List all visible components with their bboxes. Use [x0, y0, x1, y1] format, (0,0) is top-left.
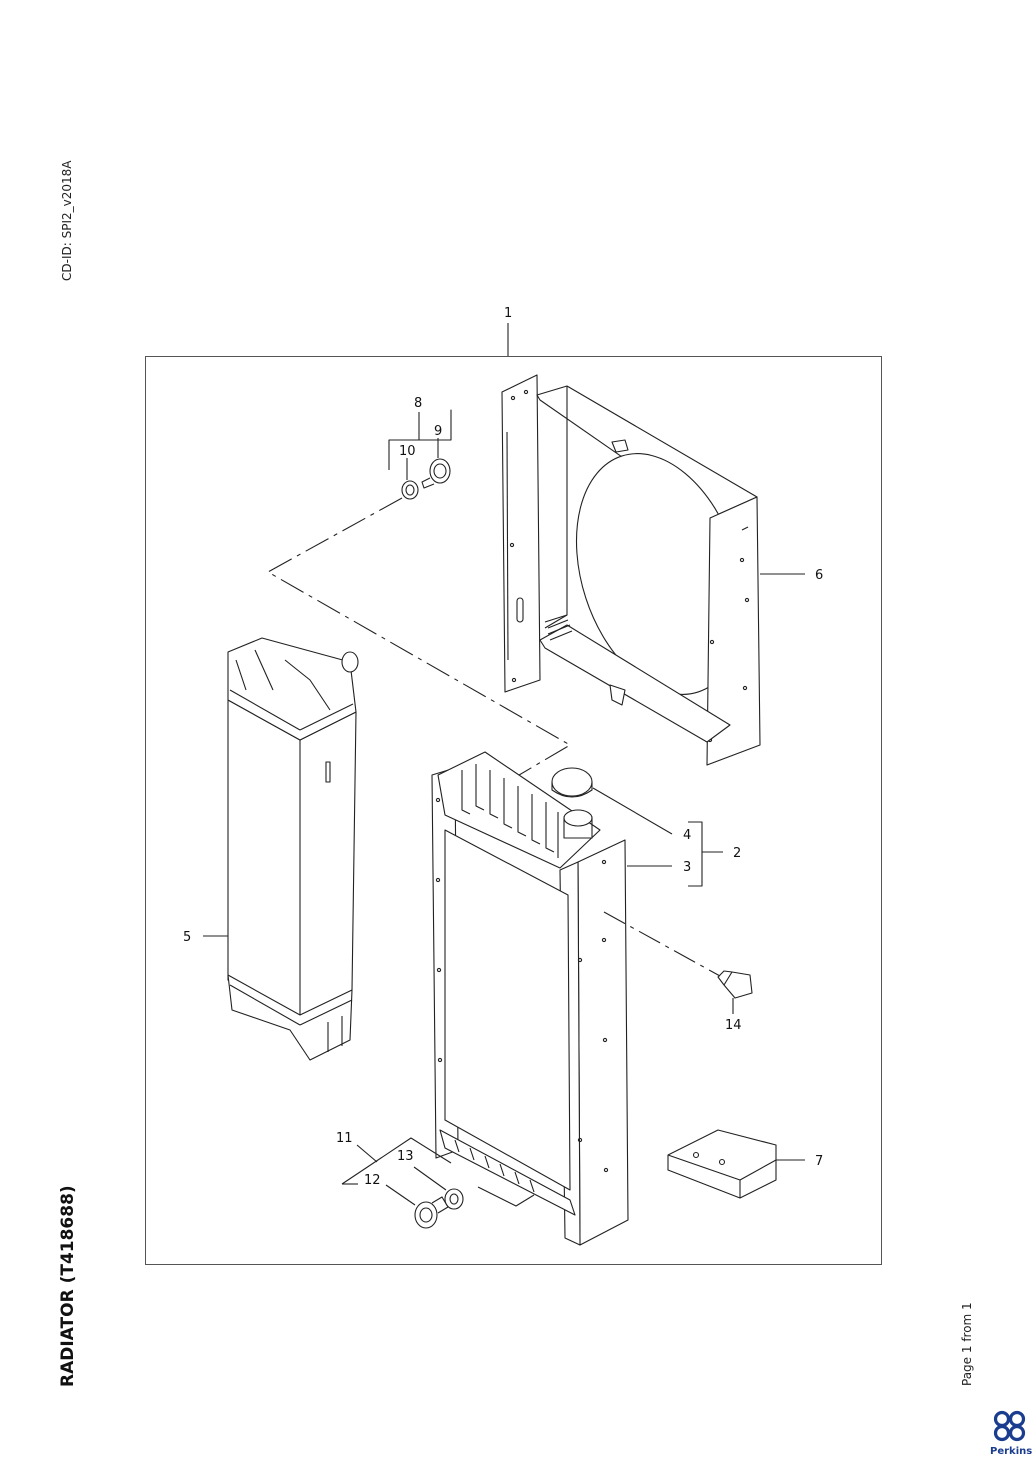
washer-10-part [401, 480, 419, 500]
bolt-14-part [717, 970, 753, 999]
drain-plug-12-part [414, 1196, 449, 1229]
callout-6: 6 [815, 568, 823, 583]
washer-13-part [444, 1188, 464, 1210]
callout-4: 4 [683, 828, 691, 843]
callout-8: 8 [414, 396, 422, 411]
callout-14: 14 [725, 1018, 742, 1033]
callout-12: 12 [364, 1173, 381, 1188]
callout-2: 2 [733, 846, 741, 861]
callout-1: 1 [504, 306, 512, 321]
plug-9-part [421, 458, 451, 489]
bracket-2 [688, 821, 703, 887]
bracket-11 [341, 1137, 452, 1185]
callout-3: 3 [683, 860, 691, 875]
callout-5: 5 [183, 930, 191, 945]
radiator-cap-part [551, 767, 593, 798]
brand-wordmark: Perkins [990, 1446, 1033, 1457]
bracket-8 [388, 409, 452, 470]
callout-10: 10 [399, 444, 416, 459]
perkins-logo-icon [993, 1410, 1026, 1442]
assembly-path-14 [603, 911, 721, 977]
callout-11: 11 [336, 1131, 353, 1146]
mounting-bracket-part [667, 1129, 777, 1199]
fan-shroud-part [501, 374, 761, 766]
assembly-path-8 [267, 497, 571, 779]
charge-air-cooler-part [227, 637, 359, 1061]
diagram-frame [145, 356, 882, 1265]
leader-4 [592, 787, 673, 835]
radiator-core-part [431, 751, 629, 1246]
callout-13: 13 [397, 1149, 414, 1164]
callout-7: 7 [815, 1154, 823, 1169]
callout-9: 9 [434, 424, 442, 439]
